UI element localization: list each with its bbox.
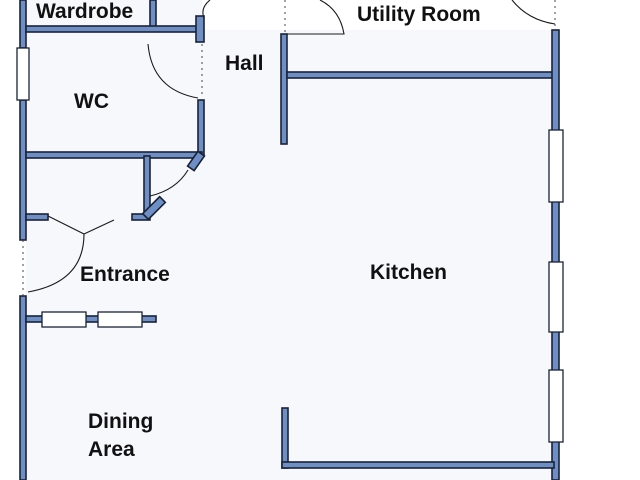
label-wc: WC bbox=[74, 90, 109, 113]
wall-wardrobe-divider bbox=[149, 0, 157, 29]
doors bbox=[22, 0, 556, 296]
wall-wardrobe-bottom bbox=[25, 25, 203, 33]
door-entrance-leaf bbox=[83, 219, 115, 235]
wall-kitchen-west bbox=[281, 407, 289, 469]
windows bbox=[16, 47, 564, 443]
window-kitchen-3 bbox=[548, 369, 564, 443]
wall-west-top bbox=[19, 0, 27, 49]
label-dining: Dining bbox=[88, 410, 153, 433]
label-kitchen: Kitchen bbox=[370, 261, 447, 284]
wall-wc-right bbox=[197, 99, 205, 157]
wall-west-lower bbox=[19, 295, 27, 480]
floor-main bbox=[26, 30, 556, 480]
room-labels: Wardrobe Utility Room Hall WC Entrance K… bbox=[36, 0, 481, 461]
door-utility-room-swing bbox=[511, 0, 556, 25]
door-wardrobe-swing bbox=[202, 0, 211, 19]
wall-east bbox=[551, 29, 560, 480]
label-area: Area bbox=[88, 438, 135, 461]
door-lobby-swing bbox=[149, 169, 189, 197]
window-kitchen-2 bbox=[548, 261, 564, 333]
wall-entrance-window-sill bbox=[25, 315, 157, 323]
floor-wardrobe bbox=[26, 0, 202, 30]
wall-lobby-angled bbox=[141, 195, 167, 221]
wall-utility-bottom bbox=[286, 71, 554, 79]
window-kitchen-1 bbox=[548, 129, 564, 203]
label-entrance: Entrance bbox=[80, 263, 170, 286]
label-wardrobe: Wardrobe bbox=[36, 0, 133, 23]
wall-wardrobe-stub bbox=[195, 15, 205, 43]
label-hall: Hall bbox=[225, 52, 264, 75]
wall-entrance-stub bbox=[25, 213, 49, 221]
wall-hall-east bbox=[280, 33, 288, 145]
door-wc-swing bbox=[147, 43, 199, 99]
window-entrance-1 bbox=[41, 311, 87, 328]
wall-wc-angled bbox=[186, 150, 206, 172]
window-wc bbox=[16, 47, 30, 101]
door-entrance-swing bbox=[27, 215, 85, 293]
label-utility-room: Utility Room bbox=[357, 3, 481, 26]
wall-west-upper bbox=[19, 99, 27, 241]
door-utility-swing bbox=[287, 0, 345, 35]
wall-wc-bottom bbox=[25, 151, 203, 159]
floor-areas bbox=[26, 0, 556, 480]
wall-kitchen-bottom bbox=[281, 461, 555, 469]
window-entrance-2 bbox=[97, 311, 143, 328]
